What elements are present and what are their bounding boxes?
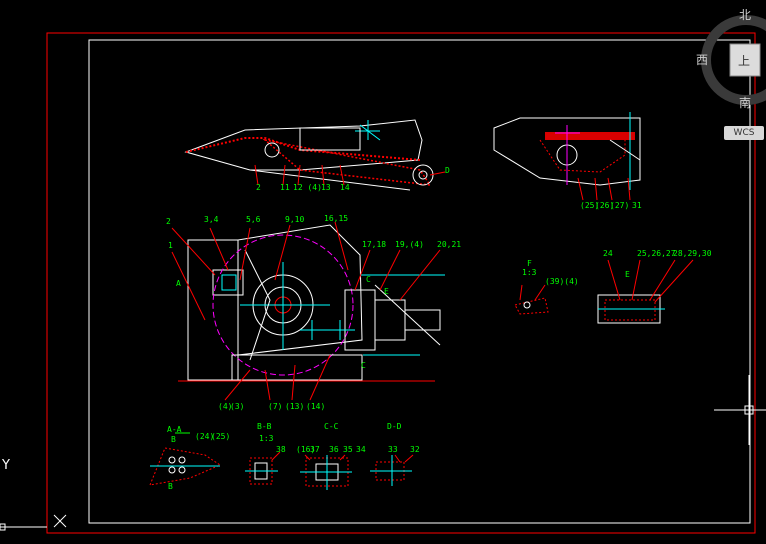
label-section-mark: E [625, 270, 630, 279]
section-bb-title: B-B [257, 422, 272, 431]
label-part: 32 [410, 445, 420, 454]
label-part: (14) [306, 402, 326, 411]
label-section-mark: C [361, 361, 366, 370]
section-bb-scale: 1:3 [259, 434, 274, 443]
view-section-aa [149, 432, 222, 486]
label-section-mark: B [168, 482, 173, 491]
label-part: 2 [166, 217, 171, 226]
viewcube-south[interactable]: 南 [739, 96, 752, 110]
label-part: 34 [356, 445, 366, 454]
viewcube-top-face[interactable]: 上 [738, 54, 751, 68]
label-part: 19,(4) [395, 240, 424, 249]
label-part: 28,29,30 [673, 249, 712, 258]
label-part: 36 [329, 445, 339, 454]
label-part: 3,4 [204, 215, 219, 224]
label-part: 5,6 [246, 215, 261, 224]
sheet-frame-inner [88, 39, 751, 524]
label-part: D [445, 166, 450, 175]
view-section-dd [370, 454, 414, 486]
label-part: 25,26,27 [637, 249, 676, 258]
view-top-left [184, 119, 446, 191]
section-f-label: (39)(4) [545, 277, 579, 286]
label-part: 13 [321, 183, 331, 192]
label-part: (4) [218, 402, 233, 411]
label-section-mark: E [384, 287, 389, 296]
viewcube-north[interactable]: 北 [739, 8, 752, 22]
label-section-mark: B [171, 435, 176, 444]
section-dd-title: D-D [387, 422, 402, 431]
label-section-mark: A [176, 279, 181, 288]
label-part: (26) [595, 201, 615, 210]
viewcube[interactable]: 北 西 上 南 [696, 8, 766, 112]
label-part: 12 (4) [293, 183, 322, 192]
label-part: (7) [268, 402, 283, 411]
label-part: 24 [603, 249, 613, 258]
label-part: 11 [280, 183, 290, 192]
label-part: 14 [340, 183, 350, 192]
section-cc-title: C-C [324, 422, 339, 431]
label-part: 16,15 [324, 214, 349, 223]
label-part: (13) [285, 402, 305, 411]
view-top-right [493, 112, 641, 201]
label-part: (3) [230, 402, 245, 411]
viewcube-ring-icon [701, 15, 766, 105]
view-detail-e [597, 259, 694, 324]
label-part: (25) [211, 432, 231, 441]
section-aa-title: A-A [167, 425, 182, 434]
label-part: 9,10 [285, 215, 305, 224]
viewcube-west[interactable]: 西 [696, 53, 709, 67]
label-part: 38 [276, 445, 286, 454]
label-part: 1 [168, 241, 173, 250]
label-part: 2 [256, 183, 261, 192]
label-part: 37 [310, 445, 320, 454]
label-part: 17,18 [362, 240, 387, 249]
label-part: 33 [388, 445, 398, 454]
label-part: 35 [343, 445, 353, 454]
label-part: (24) [195, 432, 215, 441]
view-section-cc [300, 454, 352, 490]
label-part: (16) [296, 445, 316, 454]
view-section-f [514, 284, 549, 315]
view-section-bb [245, 451, 281, 485]
label-part: (25) [580, 201, 600, 210]
section-f-scale: 1:3 [522, 268, 537, 277]
wcs-menu-button[interactable]: WCS [724, 126, 764, 140]
label-part: (27) [610, 201, 630, 210]
ucs-y-label: Y [2, 458, 10, 473]
section-f-title: F [527, 259, 532, 268]
ucs-icon [0, 514, 67, 531]
label-part: 20,21 [437, 240, 462, 249]
sheet-border-outer [46, 32, 756, 534]
crosshair-cursor-icon [714, 375, 766, 445]
view-main [171, 221, 445, 401]
label-part: 31 [632, 201, 642, 210]
label-section-mark: C [366, 275, 371, 284]
